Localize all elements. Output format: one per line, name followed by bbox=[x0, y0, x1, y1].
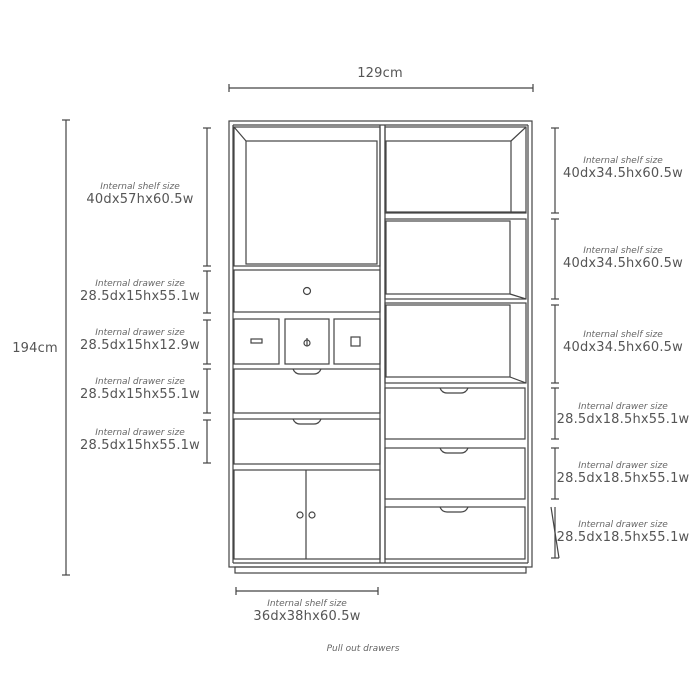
bottom-doors bbox=[233, 469, 381, 560]
label-caption: Internal shelf size bbox=[583, 246, 663, 256]
small-drawers bbox=[233, 318, 381, 365]
label-caption: Internal drawer size bbox=[95, 428, 185, 438]
footer-note: Pull out drawers bbox=[326, 644, 400, 654]
left-drawer-3 bbox=[233, 418, 381, 465]
label-value: 28.5dx18.5hx55.1w bbox=[556, 412, 690, 427]
label-caption: Internal shelf size bbox=[583, 330, 663, 340]
label-caption: Internal shelf size bbox=[267, 599, 347, 609]
bottom-label-shelf: Internal shelf size 36dx38hx60.5w bbox=[237, 599, 377, 624]
label-value: 40dx57hx60.5w bbox=[86, 192, 194, 207]
left-dimension-brackets bbox=[203, 127, 211, 464]
label-value: 40dx34.5hx60.5w bbox=[563, 166, 683, 181]
right-shelf-2 bbox=[384, 218, 527, 300]
label-caption: Internal drawer size bbox=[95, 377, 185, 387]
label-caption: Internal drawer size bbox=[95, 328, 185, 338]
label-value: 28.5dx15hx55.1w bbox=[80, 438, 200, 453]
left-label-drawer-2: Internal drawer size 28.5dx15hx55.1w bbox=[70, 377, 210, 402]
label-value: 28.5dx15hx55.1w bbox=[80, 387, 200, 402]
label-value: 36dx38hx60.5w bbox=[253, 609, 361, 624]
label-caption: Internal drawer size bbox=[578, 520, 668, 530]
height-dimension-line bbox=[62, 119, 70, 576]
right-shelf-3 bbox=[384, 302, 527, 384]
label-value: 28.5dx15hx55.1w bbox=[80, 289, 200, 304]
bottom-dimension-line bbox=[235, 587, 379, 595]
left-top-shelf bbox=[233, 126, 381, 267]
right-label-drawer-1: Internal drawer size 28.5dx18.5hx55.1w bbox=[553, 402, 693, 427]
left-label-drawer-1: Internal drawer size 28.5dx15hx55.1w bbox=[70, 279, 210, 304]
label-value: 40dx34.5hx60.5w bbox=[563, 256, 683, 271]
label-caption: Internal drawer size bbox=[95, 279, 185, 289]
left-label-drawer-3: Internal drawer size 28.5dx15hx55.1w bbox=[70, 428, 210, 453]
right-shelf-1 bbox=[384, 126, 527, 214]
label-value: 28.5dx15hx12.9w bbox=[80, 338, 200, 353]
right-label-shelf-2: Internal shelf size 40dx34.5hx60.5w bbox=[553, 246, 693, 271]
label-caption: Internal shelf size bbox=[100, 182, 180, 192]
right-dimension-brackets bbox=[550, 127, 560, 559]
left-label-shelf: Internal shelf size 40dx57hx60.5w bbox=[70, 182, 210, 207]
left-drawer-2 bbox=[233, 368, 381, 414]
overall-width-label: 129cm bbox=[357, 66, 403, 81]
label-caption: Internal shelf size bbox=[583, 156, 663, 166]
width-dimension-line bbox=[228, 84, 534, 92]
label-caption: Internal drawer size bbox=[578, 461, 668, 471]
label-caption: Internal drawer size bbox=[578, 402, 668, 412]
right-label-shelf-3: Internal shelf size 40dx34.5hx60.5w bbox=[553, 330, 693, 355]
right-drawer-2 bbox=[384, 447, 526, 500]
left-drawer-1 bbox=[233, 269, 381, 313]
label-value: 28.5dx18.5hx55.1w bbox=[556, 530, 690, 545]
right-drawer-3 bbox=[384, 506, 526, 560]
overall-height-label: 194cm bbox=[12, 341, 58, 356]
label-value: 40dx34.5hx60.5w bbox=[563, 340, 683, 355]
left-label-small-drawers: Internal drawer size 28.5dx15hx12.9w bbox=[70, 328, 210, 353]
right-label-shelf-1: Internal shelf size 40dx34.5hx60.5w bbox=[553, 156, 693, 181]
right-label-drawer-3: Internal drawer size 28.5dx18.5hx55.1w bbox=[553, 520, 693, 545]
label-value: 28.5dx18.5hx55.1w bbox=[556, 471, 690, 486]
right-label-drawer-2: Internal drawer size 28.5dx18.5hx55.1w bbox=[553, 461, 693, 486]
right-drawer-1 bbox=[384, 387, 526, 440]
